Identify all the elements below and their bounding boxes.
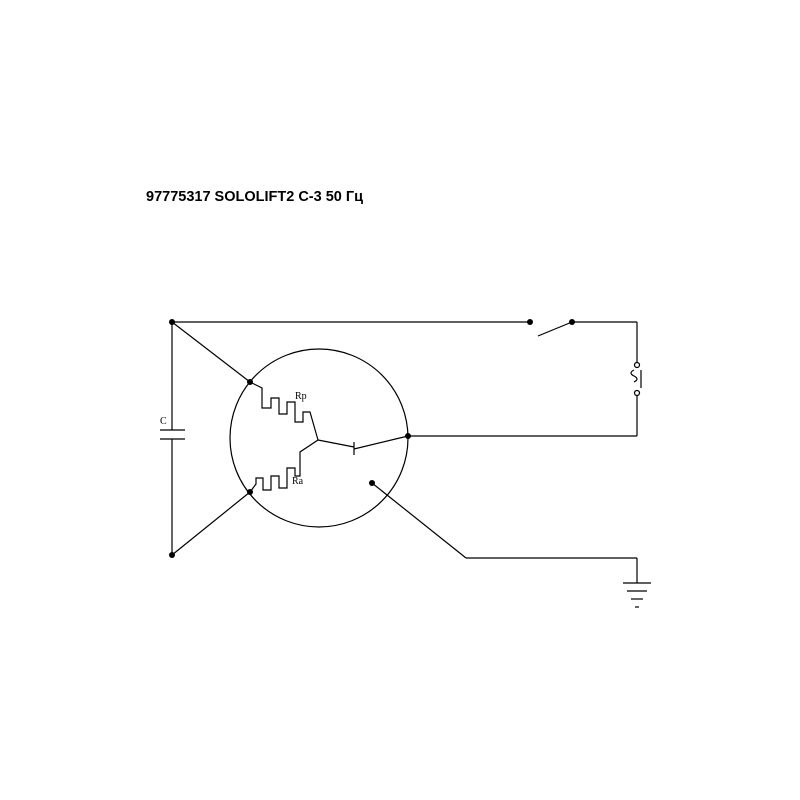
capacitor: C (160, 322, 185, 555)
capacitor-label: C (160, 416, 167, 427)
motor-circle (229, 348, 409, 528)
top-supply-line (172, 321, 638, 362)
upper-lead (171, 321, 251, 383)
internal-contact (317, 435, 409, 455)
winding-lower: Ra (249, 439, 319, 493)
resistor-upper-label: Rp (295, 391, 307, 402)
lower-lead (171, 491, 251, 556)
thermal-switch (630, 361, 642, 436)
resistor-lower-label: Ra (292, 476, 304, 487)
ground-connection (371, 482, 638, 583)
winding-upper: Rp (249, 381, 319, 441)
ground-icon (623, 582, 651, 608)
diagram-title: 97775317 SOLOLIFT2 C-3 50 Гц (146, 189, 364, 205)
junction-dots (169, 319, 575, 558)
